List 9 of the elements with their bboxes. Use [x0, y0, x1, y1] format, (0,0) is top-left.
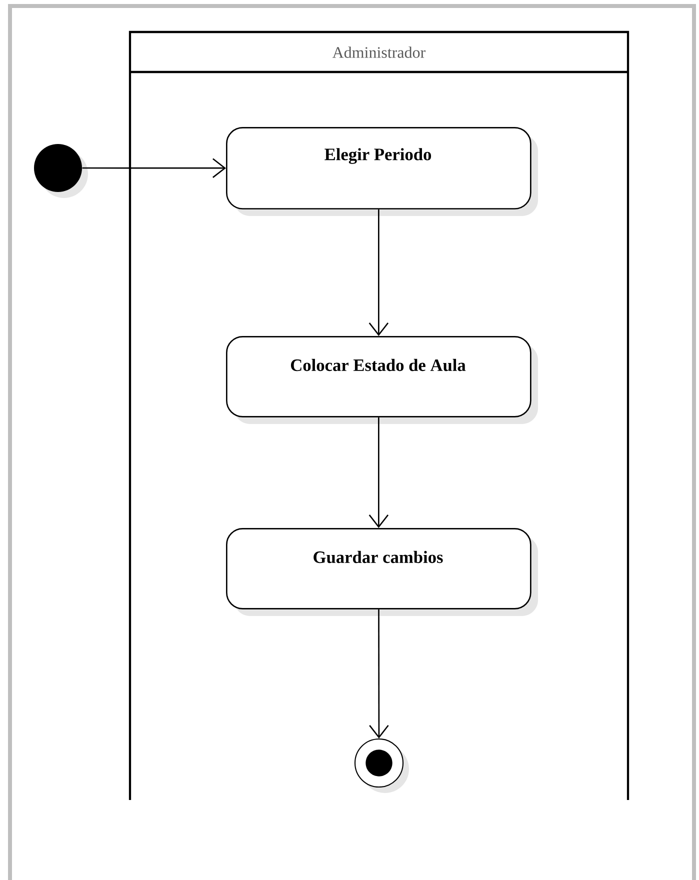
start-dot: [34, 144, 88, 198]
arrow: [368, 209, 389, 336]
arrow: [368, 417, 389, 528]
arrow: [82, 158, 226, 178]
action-box: Elegir Periodo: [226, 127, 538, 216]
action-box: Guardar cambios: [226, 528, 538, 616]
arrow: [369, 609, 389, 738]
action-box: Colocar Estado de Aula: [226, 336, 538, 424]
end-dot: [354, 738, 409, 793]
